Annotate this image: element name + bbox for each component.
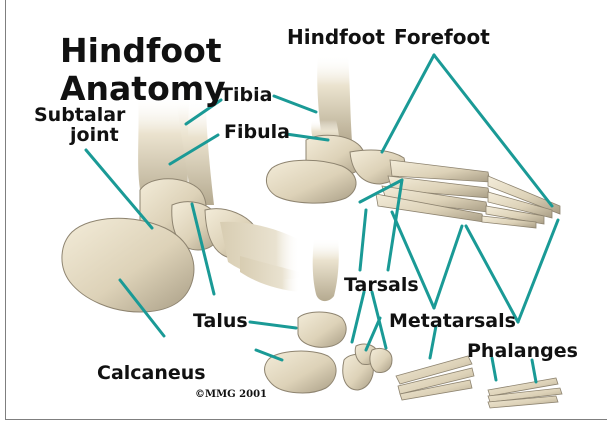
page-title: Hindfoot Anatomy (60, 32, 216, 108)
label-phalanges: Phalanges (467, 342, 578, 361)
copyright-note: ©MMG 2001 (195, 389, 267, 400)
label-talus: Talus (193, 312, 248, 331)
label-fibula: Fibula (224, 123, 290, 142)
label-metatarsals: Metatarsals (389, 312, 516, 331)
label-tarsals: Tarsals (344, 276, 419, 295)
label-tibia: Tibia (220, 86, 272, 105)
label-calcaneus: Calcaneus (97, 364, 206, 383)
title-line-1: Hindfoot (60, 32, 216, 70)
label-subtalar: Subtalar (34, 106, 125, 125)
title-line-2: Anatomy (60, 70, 216, 108)
label-hindfoot: Hindfoot (287, 27, 385, 47)
label-forefoot: Forefoot (394, 27, 490, 47)
right-foot-profile (266, 55, 560, 228)
tibia-fragment (313, 238, 339, 301)
label-joint: joint (70, 126, 119, 145)
